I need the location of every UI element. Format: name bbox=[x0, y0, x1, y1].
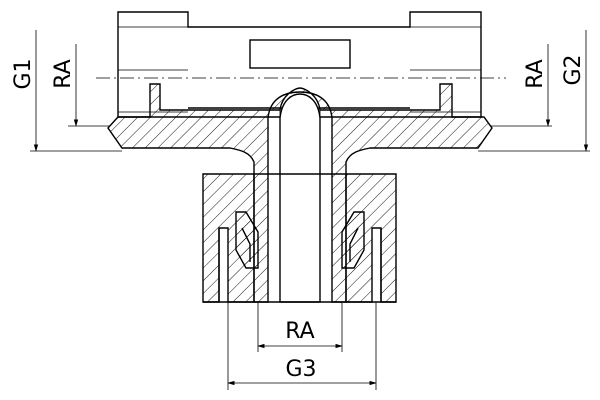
ra-bottom-label: RA bbox=[285, 319, 314, 344]
ra-right-label: RA bbox=[523, 59, 548, 88]
ra-left-label: RA bbox=[51, 59, 76, 88]
dimension-lines bbox=[33, 30, 589, 386]
run-section bbox=[107, 83, 493, 303]
extension-lines bbox=[30, 125, 590, 390]
branch-nut bbox=[202, 173, 397, 303]
g3-label: G3 bbox=[285, 357, 316, 382]
g1-label: G1 bbox=[11, 58, 36, 89]
g2-label: G2 bbox=[561, 54, 586, 85]
